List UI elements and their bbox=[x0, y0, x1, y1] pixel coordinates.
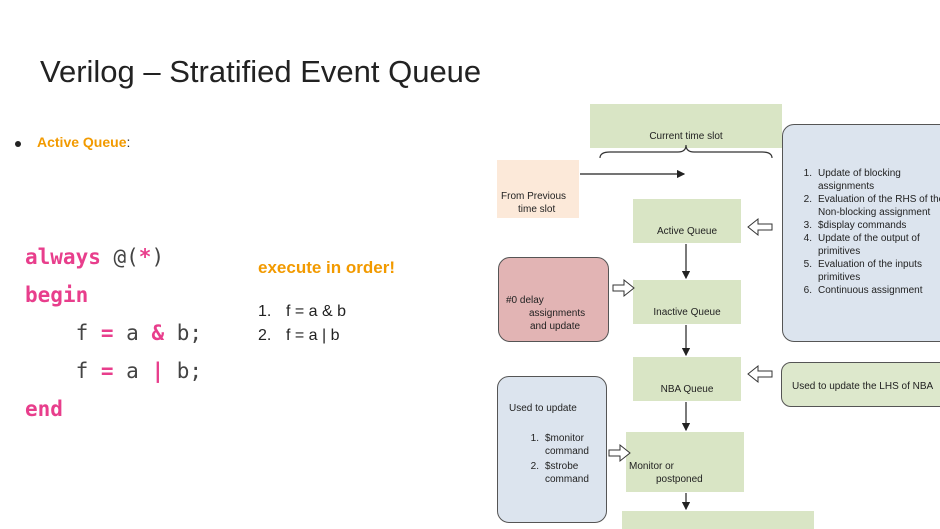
list-number: 1. bbox=[530, 433, 539, 444]
code-token: a bbox=[113, 359, 152, 383]
list-text: f = a | b bbox=[286, 327, 340, 344]
active-queue-label: Active Queue bbox=[656, 226, 718, 237]
bullet-label: Active Queue bbox=[37, 134, 127, 150]
hollow-arrow-nba-note bbox=[747, 364, 773, 384]
code-token: * bbox=[138, 245, 152, 269]
list-number: 4. bbox=[803, 233, 812, 244]
current-time-slot-box: Current time slot bbox=[590, 104, 782, 148]
nba-queue-label: NBA Queue bbox=[660, 384, 714, 395]
list-text: Evaluation of the RHS of the Non-blockin… bbox=[818, 194, 940, 218]
list-number: 5. bbox=[803, 259, 812, 270]
monitor-notes-box: Used to update 1. $monitor command 2. $str… bbox=[497, 376, 607, 523]
list-text: Update of the output of primitives bbox=[818, 233, 920, 257]
code-token: & bbox=[151, 321, 165, 345]
code-token: ) bbox=[151, 245, 165, 269]
monitor-notes-list: 1. $monitor command 2. $strobe command bbox=[509, 432, 606, 486]
code-line-3: f = a & b; bbox=[25, 314, 202, 352]
list-item: 4. Update of the output of primitives bbox=[794, 232, 940, 258]
list-text: $strobe command bbox=[545, 461, 589, 485]
keyword-end: end bbox=[25, 397, 63, 421]
list-number: 3. bbox=[803, 220, 812, 231]
from-previous-line-1: From Previous bbox=[501, 191, 567, 202]
list-number: 2. bbox=[530, 461, 539, 472]
code-token: = bbox=[100, 359, 114, 383]
list-text: Update of blocking assignments bbox=[818, 168, 901, 192]
current-slot-brace bbox=[599, 144, 773, 159]
nba-note-label: Used to update the LHS of NBA bbox=[792, 381, 934, 392]
list-number: 6. bbox=[803, 285, 812, 296]
nba-queue-box: NBA Queue bbox=[633, 357, 741, 401]
nba-note-box: Used to update the LHS of NBA bbox=[781, 362, 940, 407]
list-number: 2. bbox=[803, 194, 812, 205]
delay-line-1: #0 delay bbox=[506, 295, 544, 306]
code-block: always @(*) begin f = a & b; f = a | b; … bbox=[25, 238, 202, 428]
delay-line-2: assignments bbox=[529, 308, 586, 319]
current-slot-label: Current time slot bbox=[649, 131, 723, 142]
active-queue-notes-box: 1. Update of blocking assignments 2. Evalu… bbox=[782, 124, 940, 342]
list-number: 1. bbox=[258, 303, 272, 320]
keyword-always: always bbox=[25, 245, 101, 269]
list-text: Evaluation of the inputs primitives bbox=[818, 259, 922, 283]
list-item: 5. Evaluation of the inputs primitives bbox=[794, 258, 940, 284]
list-item: 3. $display commands bbox=[794, 219, 940, 232]
code-token: = bbox=[100, 321, 114, 345]
code-line-4: f = a | b; bbox=[25, 352, 202, 390]
hollow-arrow-delay bbox=[612, 278, 635, 298]
monitor-line-2: postponed bbox=[656, 474, 703, 485]
execute-note: execute in order! bbox=[258, 258, 395, 277]
delay-assignments-box: #0 delay assignments and update bbox=[498, 257, 609, 342]
list-item: 2. f = a | b bbox=[258, 327, 346, 351]
hollow-arrow-monitor-notes bbox=[608, 443, 631, 463]
slide-title: Verilog – Stratified Event Queue bbox=[40, 54, 482, 89]
list-item: 2. $strobe command bbox=[509, 460, 606, 486]
code-token: a bbox=[113, 321, 152, 345]
code-token: f bbox=[25, 321, 101, 345]
next-box bbox=[622, 511, 814, 529]
inactive-queue-label: Inactive Queue bbox=[653, 307, 721, 318]
bullet-dot bbox=[15, 141, 21, 147]
list-text: $monitor command bbox=[545, 433, 589, 457]
list-item: 6. Continuous assignment bbox=[794, 284, 940, 297]
list-item: 1. Update of blocking assignments bbox=[794, 167, 940, 193]
active-queue-box: Active Queue bbox=[633, 199, 741, 243]
code-token: | bbox=[151, 359, 165, 383]
code-line-5: end bbox=[25, 390, 202, 428]
code-token: b; bbox=[164, 321, 203, 345]
monitor-notes-title: Used to update bbox=[509, 403, 577, 414]
hollow-arrow-active-notes bbox=[747, 217, 773, 237]
code-token: f bbox=[25, 359, 101, 383]
bullet-active-queue: Active Queue: bbox=[37, 134, 130, 150]
list-text: $display commands bbox=[818, 220, 907, 231]
bullet-suffix: : bbox=[126, 134, 131, 150]
execution-order-list: 1. f = a & b 2. f = a | b bbox=[258, 303, 346, 351]
keyword-begin: begin bbox=[25, 283, 89, 307]
code-token: @( bbox=[100, 245, 139, 269]
inactive-queue-box: Inactive Queue bbox=[633, 280, 741, 324]
list-text: Continuous assignment bbox=[818, 285, 923, 296]
delay-line-3: and update bbox=[530, 321, 581, 332]
from-previous-line-2: time slot bbox=[518, 204, 556, 215]
code-line-2: begin bbox=[25, 276, 202, 314]
monitor-line-1: Monitor or bbox=[629, 461, 675, 472]
list-number: 2. bbox=[258, 327, 272, 344]
from-previous-box: From Previous time slot bbox=[497, 160, 579, 218]
monitor-postponed-box: Monitor or postponed bbox=[626, 432, 744, 492]
list-item: 1. f = a & b bbox=[258, 303, 346, 327]
active-queue-notes-list: 1. Update of blocking assignments 2. Evalu… bbox=[794, 167, 940, 297]
list-item: 1. $monitor command bbox=[509, 432, 606, 458]
code-line-1: always @(*) bbox=[25, 238, 202, 276]
code-token: b; bbox=[164, 359, 203, 383]
list-item: 2. Evaluation of the RHS of the Non-block… bbox=[794, 193, 940, 219]
list-text: f = a & b bbox=[286, 303, 347, 320]
list-number: 1. bbox=[803, 168, 812, 179]
